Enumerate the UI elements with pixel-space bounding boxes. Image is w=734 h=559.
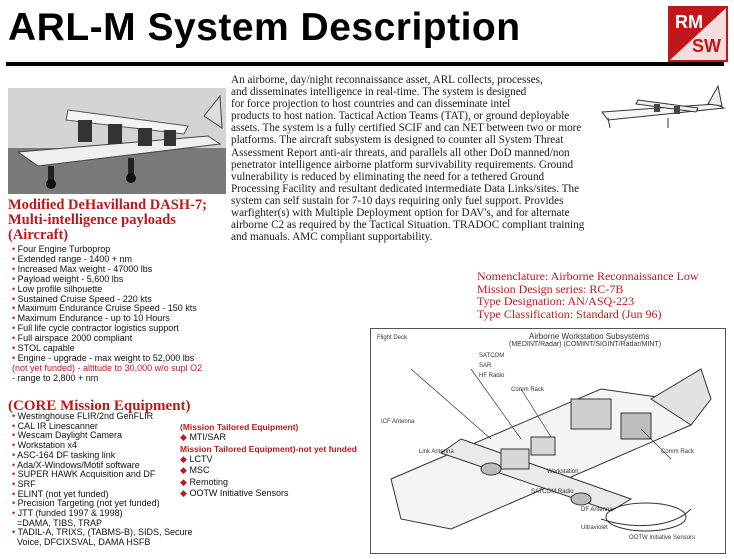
list-item: • CAL IR Linescanner — [12, 420, 98, 431]
tailored-unfunded-list: ◆ LCTV ◆ MSC ◆ Remoting ◆ OOTW Initiativ… — [180, 454, 288, 499]
tailored-unfunded-heading: Mission Tailored Equipment)-not yet fund… — [180, 444, 357, 454]
diagram-label: HF Radio — [479, 373, 505, 379]
description-line: assets. The system is a fully certified … — [231, 122, 582, 135]
list-item: • TADIL-A, TRIXS, (TABMS-B), SIDS, Secur… — [12, 527, 193, 538]
system-description: An airborne, day/night reconnaissance as… — [231, 74, 623, 243]
diagram-label: SAR — [479, 363, 492, 369]
diagram-label: Flight Deck — [377, 335, 408, 341]
list-item: Voice, DFCIXSVAL, DAMA HSFB — [17, 537, 151, 548]
logo-text-top: RM — [675, 12, 703, 32]
tailored-item: ◆ MTI/SAR — [180, 432, 226, 442]
title-underline — [6, 62, 724, 66]
list-item: • Extended range - 1400 + nm — [12, 253, 132, 264]
list-item: • Increased Max weight - 47000 lbs — [12, 263, 153, 274]
diagram-label: Comm Rack — [511, 387, 545, 393]
nomenclature-block: Nomenclature: Airborne Reconnaissance Lo… — [477, 270, 727, 320]
diagram-subtitle: (MEDINT/Radar) (COMINT/SIGINT/Radar/MINT… — [509, 341, 662, 348]
list-item: • Workstation x4 — [12, 440, 78, 451]
list-item: • ASC-164 DF tasking link — [12, 449, 116, 460]
cutaway-drawing — [390, 368, 712, 532]
list-item: ◆ MSC — [180, 465, 210, 476]
list-item: • Low profile silhouette — [12, 283, 103, 294]
core-heading: (CORE Mission Equipment) — [8, 398, 191, 414]
list-item: • Payload weight - 5,600 lbs — [12, 273, 124, 284]
description-line: products to host nation. Tactical Action… — [231, 110, 570, 123]
list-item: • Full life cycle contractor logistics s… — [12, 323, 179, 334]
aircraft-photo-drawing — [8, 88, 226, 194]
description-line: An airborne, day/night reconnaissance as… — [231, 74, 543, 86]
list-item: • Ada/X-Windows/Motif software — [12, 459, 140, 470]
description-line: and manuals. AMC compliant supportabilit… — [231, 231, 433, 244]
description-line: airborne C2 as required by the Tactical … — [231, 219, 585, 232]
list-item: • Full airspace 2000 compliant — [12, 333, 133, 344]
aircraft-sketch — [601, 84, 726, 129]
description-line: warfighter(s) with Multiple Deployment o… — [231, 207, 570, 220]
nomenclature-line: Nomenclature: Airborne Reconnaissance Lo… — [477, 269, 699, 283]
description-line: system can self sustain for 7-10 days re… — [231, 194, 564, 207]
list-item: ◆ LCTV — [180, 454, 213, 464]
list-item: =DAMA, TIBS, TRAP — [17, 517, 102, 528]
description-line: and disseminates intelligence in real-ti… — [231, 86, 527, 99]
list-item: • ELINT (not yet funded) — [12, 488, 109, 499]
aircraft-heading: Modified DeHavilland DASH-7; Multi-intel… — [8, 197, 207, 243]
list-item: ◆ OOTW Initiative Sensors — [180, 487, 289, 498]
diagram-label: DF Antenna — [581, 507, 613, 513]
list-item: • JTT (funded 1997 & 1998) — [12, 508, 123, 519]
list-item: • Four Engine Turboprop — [12, 244, 111, 254]
list-item: • Sustained Cruise Speed - 220 kts — [12, 293, 152, 304]
description-line: for force projection to host countries a… — [231, 98, 511, 111]
diagram-label: ICF Antenna — [381, 419, 415, 425]
diagram-label: Link Antenna — [419, 449, 454, 455]
page-title: ARL-M System Description — [8, 6, 521, 49]
diagram-label: Workstation — [547, 469, 579, 475]
diagram-title: Airborne Workstation Subsystems — [529, 332, 650, 341]
description-line: platforms. The aircraft subsystem is des… — [231, 134, 564, 147]
classification-line: Type Classification: Standard (Jun 96) — [477, 306, 662, 321]
list-item: - range to 2,800 + nm — [12, 372, 99, 383]
list-item: (not yet funded) - altitude to 30,000 w/… — [12, 362, 203, 373]
diagram-label: SATCOM — [479, 353, 505, 359]
description-line: vulnerability is reduced by eliminating … — [231, 170, 545, 183]
list-item: • SRF — [12, 478, 36, 489]
description-line: Processing Facility and resultant dedica… — [231, 182, 580, 195]
list-item: • STOL capable — [12, 343, 75, 354]
diagram-label: OOTW Initiative Sensors — [629, 535, 696, 541]
aircraft-photo — [8, 88, 226, 194]
logo-triangle-shade — [670, 8, 726, 60]
list-item: ◆ Remoting — [180, 476, 228, 487]
list-item: • Maximum Endurance Cruise Speed - 150 k… — [12, 303, 197, 314]
tailored-heading: (Mission Tailored Equipment) — [180, 422, 299, 432]
aircraft-cutaway-diagram: Airborne Workstation Subsystems (MEDINT/… — [370, 328, 726, 554]
designation-line: Type Designation: AN/ASQ-223 — [477, 294, 635, 309]
description-line: Assessment Report anti-air threats, and … — [231, 146, 570, 159]
logo-triangle — [670, 8, 726, 60]
rmsw-logo: RM SW — [668, 6, 728, 62]
diagram-label: Ultraviolet — [581, 525, 608, 531]
list-item: • Engine - upgrade - max weight to 52,00… — [12, 352, 195, 363]
list-item: • SUPER HAWK Acquisition and DF — [12, 469, 156, 480]
designation-line: Mission Design series: RC-7B — [477, 281, 624, 296]
aircraft-specs-list: • Four Engine Turboprop • Extended range… — [12, 244, 242, 384]
aircraft-illustration — [598, 78, 728, 136]
list-item: • Wescam Daylight Camera — [12, 430, 123, 441]
list-item: • Precision Targeting (not yet funded) — [12, 498, 160, 509]
list-item: • Westinghouse FLIR/2nd GenFLIR — [12, 411, 154, 421]
description-line: penetrator intelligence airborne platfor… — [231, 158, 574, 171]
core-equipment-list: • Westinghouse FLIR/2nd GenFLIR • CAL IR… — [12, 411, 193, 548]
list-item: • Maximum Endurance - up to 10 Hours — [12, 313, 170, 324]
logo-text-bottom: SW — [692, 36, 721, 56]
diagram-label: Comm Rack — [661, 449, 695, 455]
diagram-label: SATCOM Radio — [531, 489, 574, 495]
